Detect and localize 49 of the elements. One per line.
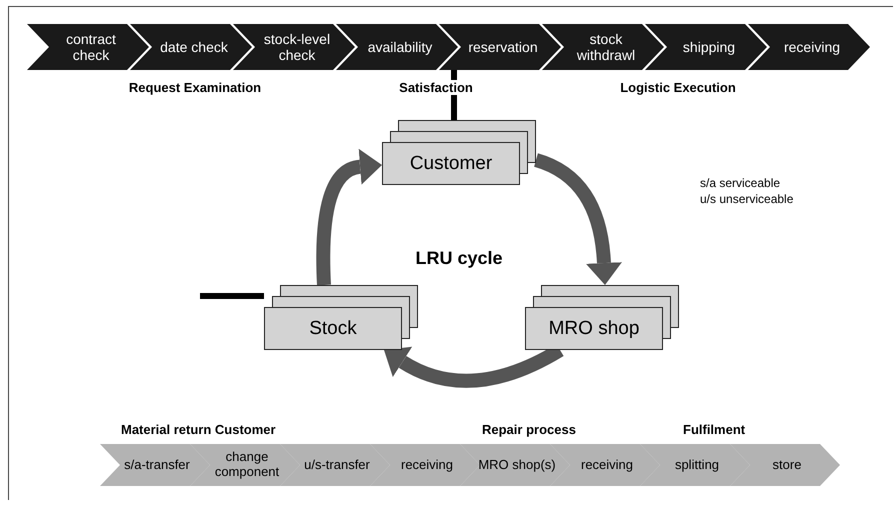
process-step xyxy=(730,444,840,486)
process-step xyxy=(748,24,870,70)
node-label: u/s-transfer xyxy=(303,456,371,474)
node-label: shipping xyxy=(682,38,736,57)
card-stack xyxy=(525,285,679,350)
node-label: splitting xyxy=(674,456,720,474)
section-heading: Satisfaction xyxy=(399,80,473,95)
card-stack xyxy=(264,285,418,350)
process-step xyxy=(640,444,750,486)
node-label: date check xyxy=(159,38,229,57)
process-step xyxy=(336,24,458,70)
node-label: receiving xyxy=(782,38,842,57)
node-label: receiving xyxy=(400,456,454,474)
process-step xyxy=(370,444,480,486)
connector-line xyxy=(200,293,264,299)
process-step xyxy=(439,24,561,70)
note-text: s/a serviceable xyxy=(700,176,780,190)
card-stack xyxy=(382,120,536,185)
cycle-arrow xyxy=(383,344,564,388)
process-step xyxy=(645,24,767,70)
section-heading: LRU cycle xyxy=(415,248,503,269)
section-heading: Fulfilment xyxy=(683,422,746,437)
node-label: stock withdrawl xyxy=(576,30,636,65)
section-heading: Request Examination xyxy=(128,80,262,95)
node-label: contract check xyxy=(65,30,117,65)
process-step xyxy=(280,444,390,486)
process-step xyxy=(233,24,355,70)
node-label: reservation xyxy=(467,38,539,57)
process-step xyxy=(130,24,252,70)
section-heading: Material return Customer xyxy=(121,422,276,437)
node-label: Stock xyxy=(308,316,358,341)
node-label: stock-level check xyxy=(262,30,332,65)
node-label: MRO shop(s) xyxy=(478,456,556,474)
node-label: store xyxy=(772,456,802,474)
node-label: Customer xyxy=(408,152,494,176)
node-label: MRO shop xyxy=(548,316,640,341)
node-label: availability xyxy=(366,38,434,57)
cycle-arrow xyxy=(316,149,382,286)
section-heading: Logistic Execution xyxy=(620,80,736,95)
section-heading: Repair process xyxy=(482,422,576,437)
process-step xyxy=(542,24,664,70)
node-label: receiving xyxy=(580,456,634,474)
node-label: change component xyxy=(214,448,280,481)
node-label: s/a-transfer xyxy=(123,456,191,474)
note-text: u/s unserviceable xyxy=(700,192,794,206)
cycle-arrow xyxy=(534,153,622,285)
process-step xyxy=(100,444,210,486)
process-step xyxy=(27,24,149,70)
process-step xyxy=(460,444,570,486)
